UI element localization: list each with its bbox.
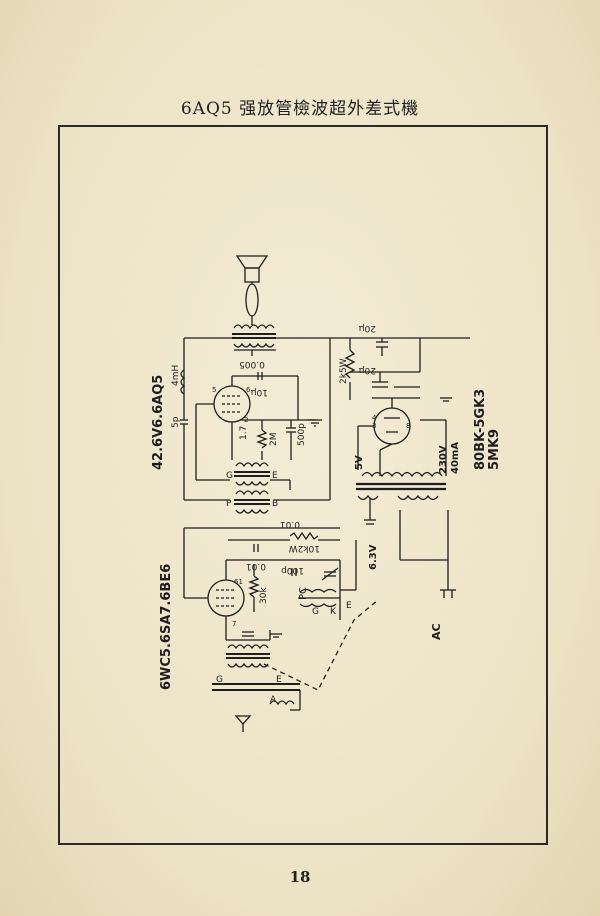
output-transformer [232, 316, 276, 348]
label-cap-0005: 0.005 [239, 359, 265, 369]
pin-2: 2 [244, 416, 248, 424]
label-v5: 5V [354, 455, 365, 470]
pin-e2: E [346, 601, 352, 611]
ground-icon [270, 633, 282, 638]
pin-6: 6 [246, 386, 251, 394]
antenna-icon [234, 715, 252, 732]
label-cap-20u-a: 20μ [359, 323, 376, 333]
pin-a: A [270, 695, 277, 705]
label-ind-4mh: 4mH [171, 365, 181, 386]
pin-e3: E [276, 675, 282, 685]
pin-e1: E [272, 471, 278, 481]
pin-k: K [330, 607, 337, 617]
power-transformer [356, 471, 446, 501]
pin-b: B [272, 499, 278, 509]
speaker-icon [235, 255, 269, 317]
pin-4: 4 [372, 414, 377, 422]
label-res-30k: 30k [259, 587, 269, 604]
pin-5: 5 [212, 386, 216, 394]
diagram-frame [58, 125, 548, 845]
label-rect-tubes: 80BK-5GK3 [473, 389, 488, 470]
page-number: 18 [289, 868, 311, 886]
label-ac: AC [430, 623, 443, 640]
label-res-2m: 2M [269, 433, 279, 447]
rectifier-tube [373, 398, 411, 445]
label-cap-001-b: 0.01 [246, 561, 266, 571]
label-res-1-7: 1.7 [239, 426, 249, 440]
label-cap-500p: 500p [297, 423, 307, 446]
pin-3: 3 [372, 422, 376, 430]
pin-g1: G [226, 471, 233, 481]
pin-8: 8 [406, 422, 410, 430]
label-tubes-af: 42.6V6.6AQ5 [151, 375, 166, 470]
label-cap-20u-b: 20μ [359, 365, 376, 375]
page-title: 6AQ5 强放管檢波超外差式機 [180, 99, 420, 119]
pin-p: P [226, 499, 232, 509]
label-ma40: 40mA [450, 442, 461, 474]
label-v63: 6.3V [368, 544, 379, 570]
pin-61: 61 [234, 578, 243, 586]
pin-7: 7 [232, 620, 236, 628]
label-res-10k2w: 10k2W [289, 543, 320, 553]
label-rect-tube2: 5MK9 [487, 429, 502, 470]
pin-g2: G [312, 607, 319, 617]
label-cap-100p: 100p [281, 565, 304, 575]
pin-g3: G [216, 675, 223, 685]
label-v230: 230V [438, 445, 449, 474]
label-tubes-rf: 6WC5.6SA7.6BE6 [159, 564, 174, 690]
label-cap-5p: 5p [171, 416, 181, 428]
label-cap-10u: 10μ [251, 387, 268, 397]
converter-tube [207, 560, 245, 617]
ground-icon [308, 419, 322, 427]
label-cap-001-a: 0.01 [280, 519, 300, 529]
label-res-2k5w: 2k5W [339, 358, 349, 384]
ground-icon [440, 397, 452, 402]
label-pc: PC [298, 587, 309, 600]
